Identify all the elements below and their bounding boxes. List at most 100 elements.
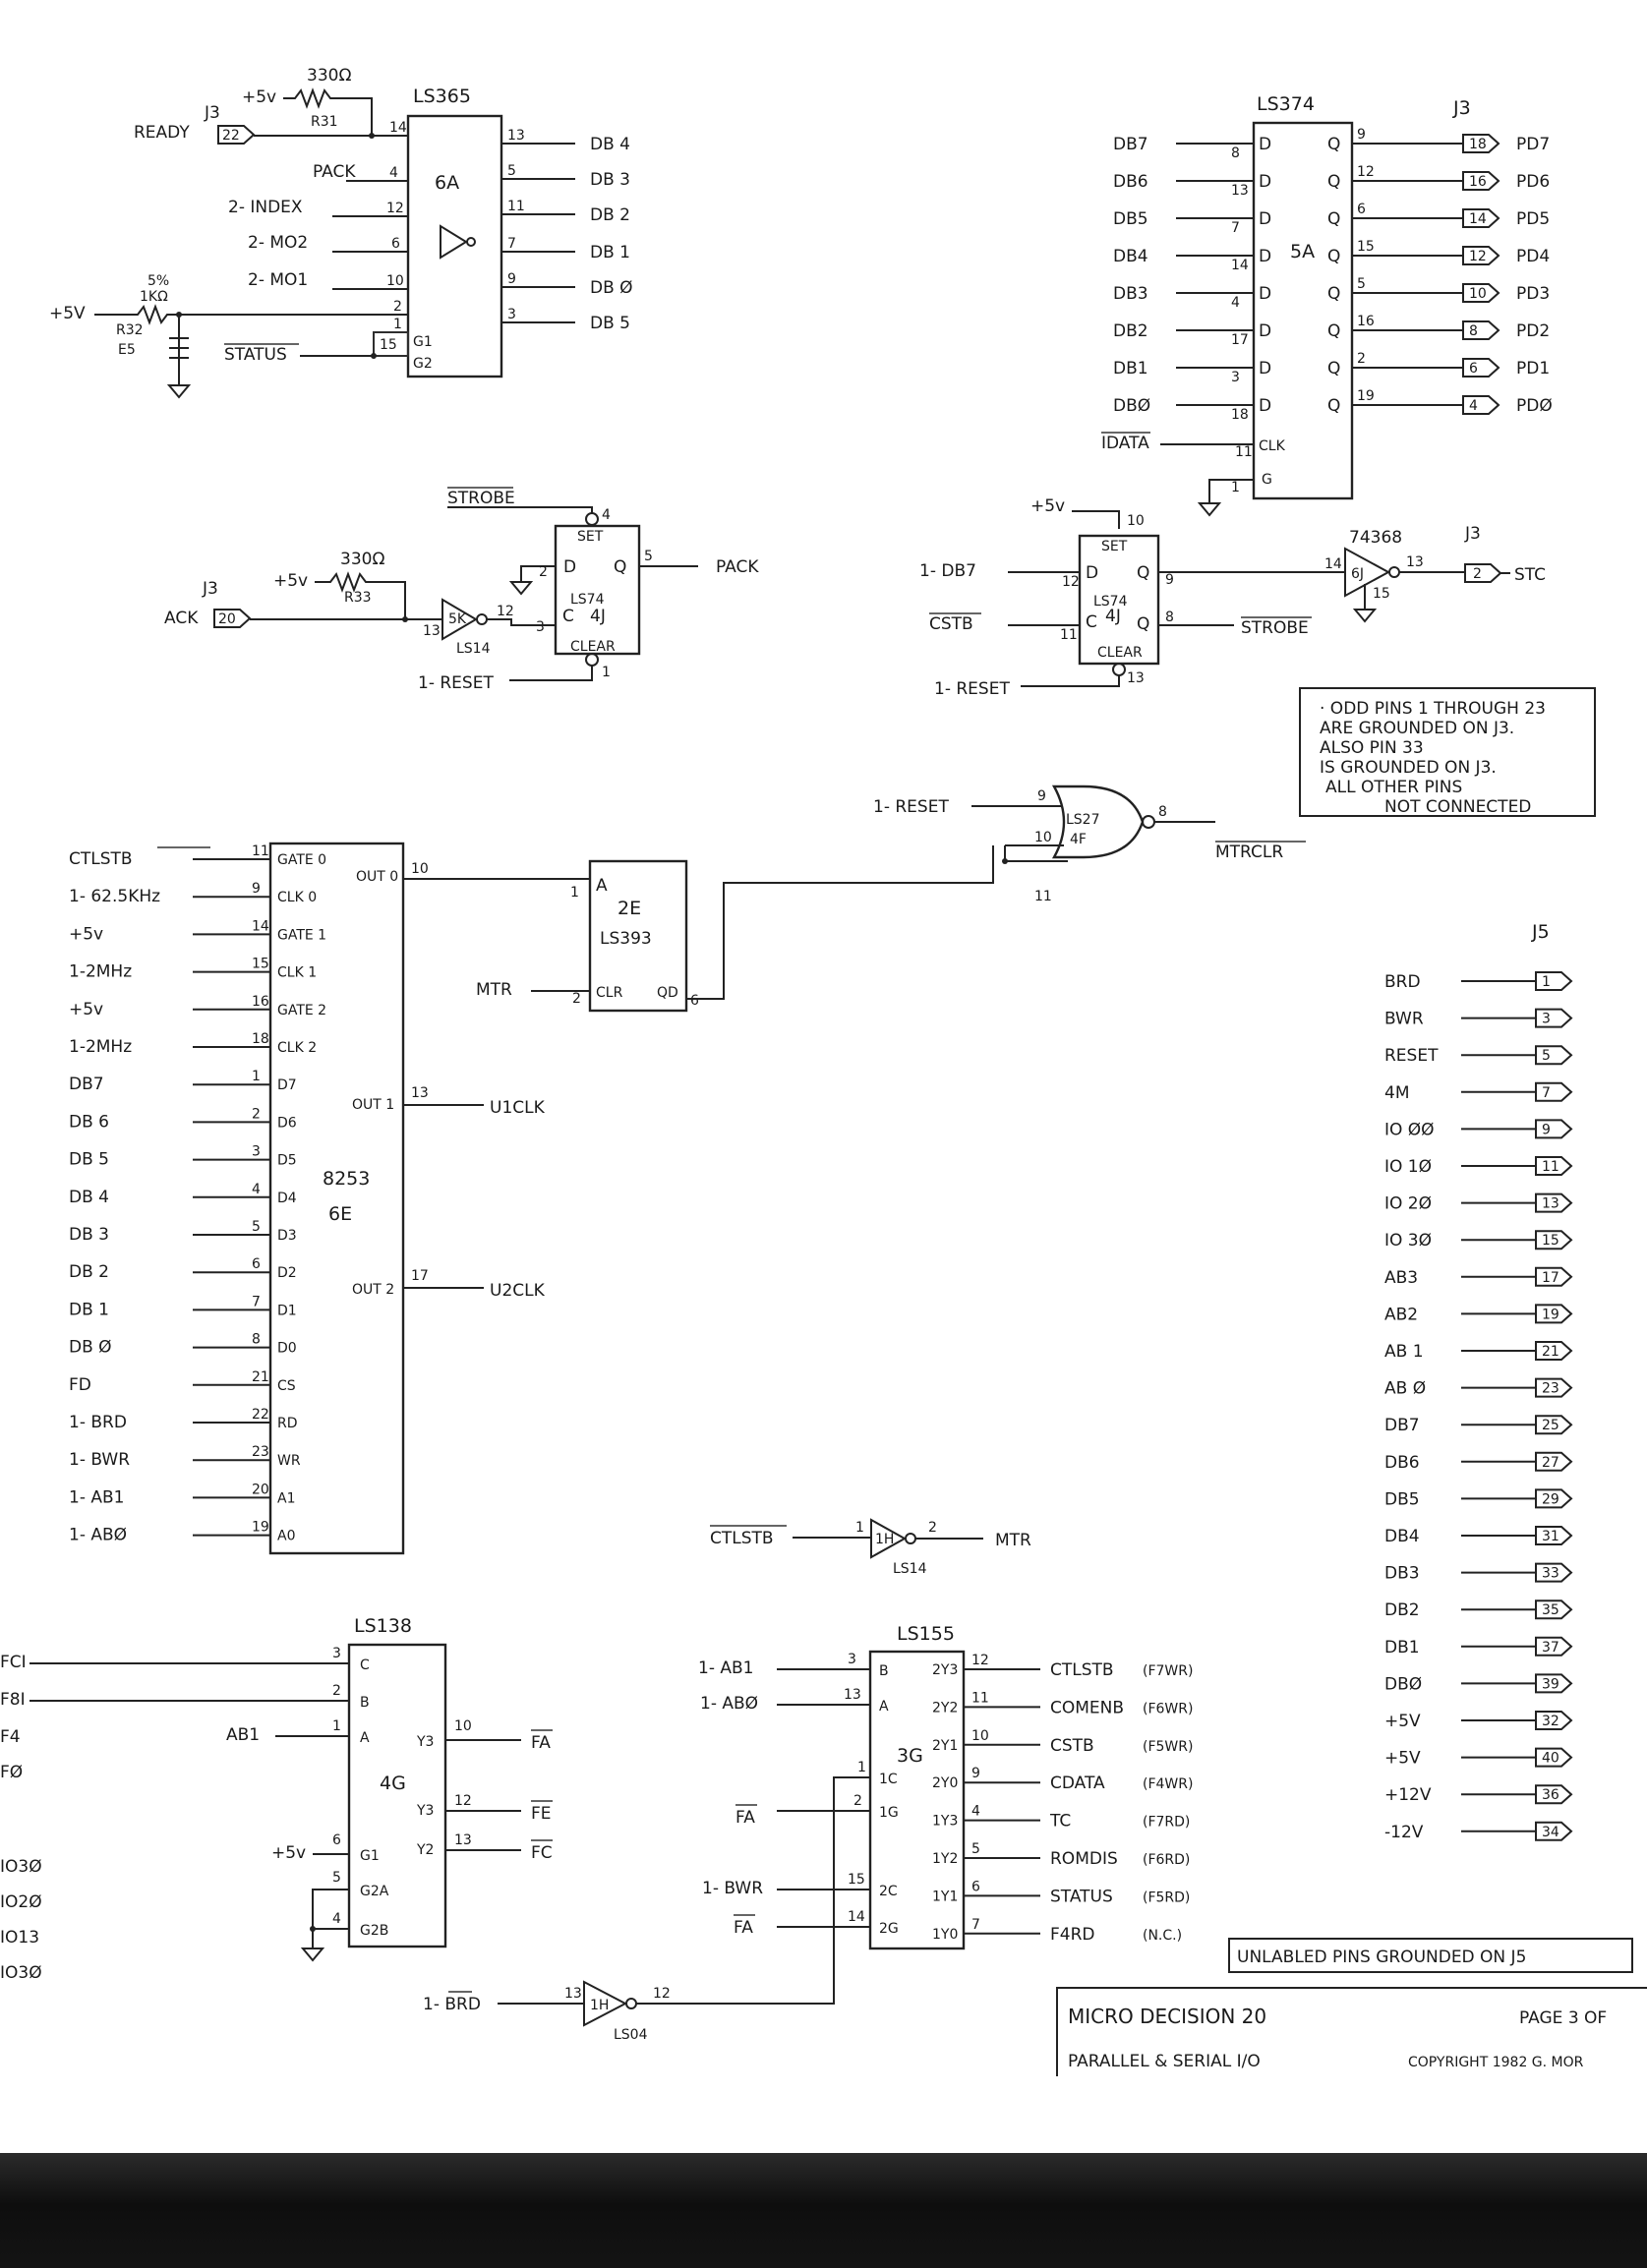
p8253-in-label: DB 5	[69, 1150, 109, 1170]
ic-5a-part: LS374	[1257, 93, 1315, 115]
ls374-d-label: D	[1259, 135, 1271, 154]
j3-stc-connector	[1464, 563, 1502, 583]
ls374-j3-pin: 18	[1469, 137, 1487, 152]
j5-pin-number: 31	[1542, 1529, 1559, 1544]
ack-junction	[402, 616, 408, 622]
ic-6a-out-db4: DB 4	[590, 135, 630, 154]
ff-4j-right: +5v 10 SET 1- DB7 12 D Q LS74 C 4J Q CST…	[919, 496, 1546, 699]
ls155-out-signal: STATUS	[1050, 1887, 1113, 1906]
scan-bottom-shadow	[0, 2153, 1647, 2268]
ls374-q-label: Q	[1327, 172, 1340, 192]
ic-6a-out-db2: DB 2	[590, 205, 630, 225]
p8253-pin-num: 1	[252, 1069, 261, 1084]
ls155-out-alt: (F6WR)	[1143, 1701, 1193, 1716]
p8253-pin-label: D6	[277, 1115, 297, 1131]
ic-6a-outputs: 13 DB 4 5 DB 3 11 DB 2 7 DB 1 9 DB Ø 3 D…	[501, 128, 633, 333]
ic-4g-out2-pin: 13	[454, 1832, 472, 1848]
ic-3g-part: LS155	[897, 1623, 955, 1645]
r32-resistor	[94, 304, 408, 325]
p8253-pin-num: 7	[252, 1294, 261, 1309]
j5-pin-number: 9	[1542, 1122, 1551, 1137]
ls374-d-pin: 13	[1231, 183, 1249, 199]
ic-3g-pin-1c: 1	[857, 1760, 866, 1775]
j3-ack-connector	[213, 609, 252, 628]
j5-signal-label: -12V	[1384, 1823, 1424, 1842]
p8253-pin-num: 18	[252, 1031, 269, 1047]
p8253-pin-num: 3	[252, 1144, 261, 1160]
ls374-q-label: Q	[1327, 284, 1340, 304]
ic-2e-clr-signal: MTR	[476, 980, 512, 1000]
j5-pin-number: 29	[1542, 1491, 1559, 1507]
ls374-q-label: Q	[1327, 135, 1340, 154]
ic-5a-ground-icon	[1197, 502, 1222, 517]
edge-label-3: F4	[0, 1727, 21, 1747]
ls155-out-label: 2Y0	[932, 1775, 958, 1791]
ic-6a-buffer-bubble	[466, 237, 476, 247]
ff-right-qbar-pin: 8	[1165, 610, 1174, 625]
j5-pin-number: 32	[1542, 1714, 1559, 1729]
j5-pin-connector	[1535, 971, 1573, 991]
ls14-part: LS14	[456, 641, 491, 657]
p8253-pin-label: RD	[277, 1416, 298, 1431]
inv-top-part: LS14	[893, 1561, 927, 1577]
ic-6a-pin-4: 4	[389, 165, 398, 181]
ic-6a-pin-5: 5	[507, 163, 516, 179]
ff-right-clr-label: CLEAR	[1097, 645, 1143, 661]
ls155-out-pin: 11	[971, 1690, 989, 1706]
inv-bot-in: 1- BRD	[423, 1995, 481, 2014]
r32-ref: R32	[116, 322, 144, 338]
ls155-out-signal: CSTB	[1050, 1736, 1094, 1756]
ic-6a-pin-6: 6	[391, 236, 400, 252]
ls374-j3-pin: 4	[1469, 398, 1478, 414]
ls14-bubble	[476, 613, 488, 625]
ic-5a-oe-label: G	[1262, 472, 1272, 488]
r32-supply: +5V	[49, 304, 86, 323]
gate-4f: 4F LS27 1- RESET 9 10 11 8 MTRCLR	[873, 785, 1306, 904]
j5-pin-number: 7	[1542, 1085, 1551, 1101]
ff-left-set-signal: STROBE	[447, 489, 515, 508]
ls155-out-alt: (F7RD)	[1143, 1815, 1190, 1831]
stc-conn: J3	[1464, 524, 1481, 544]
ls374-out-label: PD1	[1516, 359, 1550, 378]
stc-pin: 2	[1473, 566, 1482, 582]
j5-pin-connector	[1535, 1008, 1573, 1028]
j5-pin-number: 40	[1542, 1751, 1559, 1767]
j5-pin-number: 25	[1542, 1418, 1559, 1433]
ls14-inverter	[441, 598, 478, 641]
ff-right-d-pin: 12	[1062, 574, 1080, 590]
ic-6e-out0-pin: 10	[411, 861, 429, 877]
ic-4g-pin-b: 2	[332, 1683, 341, 1699]
j5-pin-connector	[1535, 1488, 1573, 1509]
ls374-out-label: PD2	[1516, 321, 1550, 341]
ls374-d-label: D	[1259, 209, 1271, 229]
p8253-pin-label: CLK 1	[277, 965, 317, 981]
ls374-out-label: PD6	[1516, 172, 1550, 192]
buffer-74368-bubble	[1388, 566, 1400, 578]
ff-right-d-signal: 1- DB7	[919, 561, 976, 581]
ready-pin: 22	[222, 128, 240, 144]
ic-2e-clr-pin: 2	[572, 991, 581, 1007]
j5-signal-label: DB1	[1384, 1638, 1420, 1657]
p8253-in-label: 1- 62.5KHz	[69, 887, 160, 906]
p8253-pin-num: 9	[252, 881, 261, 897]
inv-top-ref: 1H	[875, 1532, 894, 1547]
ls155-out-signal: CDATA	[1050, 1774, 1105, 1793]
ls374-in-label: DB4	[1113, 247, 1148, 266]
supply-wire	[1072, 510, 1120, 529]
j5-pin-number: 15	[1542, 1233, 1559, 1249]
edge-label-6: IO2Ø	[0, 1892, 42, 1912]
ls374-d-pin: 3	[1231, 370, 1240, 385]
ls14-ref: 5K	[448, 611, 467, 627]
ls155-out-pin: 12	[971, 1653, 989, 1668]
p8253-pin-label: D0	[277, 1341, 297, 1357]
ic-4g-in-g1: +5v	[271, 1843, 306, 1863]
ic-6a-ref: 6A	[435, 172, 459, 194]
p8253-pin-label: D5	[277, 1153, 297, 1169]
p8253-pin-label: CLK 2	[277, 1040, 317, 1056]
ic-4g-pin-g2b: 4	[332, 1911, 341, 1927]
ic-6a-pin-9: 9	[507, 271, 516, 287]
ic-5a-body	[1252, 121, 1354, 500]
